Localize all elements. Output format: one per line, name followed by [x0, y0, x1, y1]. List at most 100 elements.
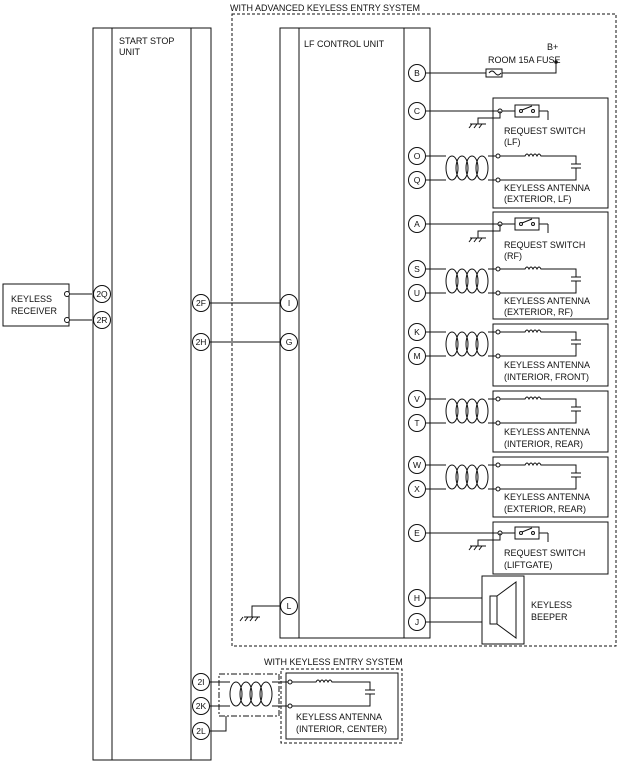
request-switch-lf: REQUEST SWITCH (LF) [426, 104, 585, 147]
keyless-antenna-exterior-rear: KEYLESS ANTENNA (EXTERIOR, REAR) [426, 462, 590, 514]
svg-text:KEYLESS ANTENNA: KEYLESS ANTENNA [504, 296, 590, 306]
keyless-antenna-exterior-lf: KEYLESS ANTENNA (EXTERIOR, LF) [426, 153, 590, 204]
request-switch-liftgate: REQUEST SWITCH (LIFTGATE) [426, 526, 585, 570]
pin-w: W [408, 456, 426, 474]
shield-frame [218, 673, 280, 717]
twisted-pair-icon [445, 464, 489, 490]
start-stop-unit [92, 27, 212, 761]
svg-text:(LF): (LF) [504, 137, 521, 147]
pin-g: G [280, 333, 298, 351]
keyless-antenna-interior-rear: KEYLESS ANTENNA (INTERIOR, REAR) [426, 396, 590, 449]
twisted-pair-icon [445, 268, 489, 294]
pin-a: A [408, 215, 426, 233]
pin-m: M [408, 347, 426, 365]
pin-b: B [408, 64, 426, 82]
svg-text:2L: 2L [196, 726, 206, 736]
keyless-antenna-interior-center: KEYLESS ANTENNA (INTERIOR, CENTER) [210, 679, 387, 734]
svg-text:H: H [414, 593, 420, 603]
start-stop-unit-label-2: UNIT [119, 47, 140, 57]
advanced-keyless-title: WITH ADVANCED KEYLESS ENTRY SYSTEM [230, 3, 420, 13]
svg-text:C: C [414, 106, 420, 116]
receiver-terminal-top [64, 291, 70, 297]
pin-2i: 2I [192, 673, 210, 691]
pin-s: S [408, 260, 426, 278]
svg-text:W: W [413, 460, 421, 470]
pin-2h: 2H [192, 333, 210, 351]
group-box-interior-front [492, 323, 609, 387]
speaker-icon [489, 595, 498, 625]
pin-k: K [408, 323, 426, 341]
svg-text:KEYLESS ANTENNA: KEYLESS ANTENNA [504, 427, 590, 437]
lf-control-unit [279, 27, 431, 639]
group-box-liftgate [492, 521, 609, 575]
receiver-terminal-bottom [64, 317, 70, 323]
svg-text:G: G [286, 337, 293, 347]
svg-text:REQUEST SWITCH: REQUEST SWITCH [504, 548, 585, 558]
pin-l: L [280, 597, 298, 615]
fuse-label: ROOM 15A FUSE [488, 55, 561, 65]
twisted-pair-icon [445, 155, 489, 181]
svg-text:V: V [414, 394, 420, 404]
keyless-entry-title: WITH KEYLESS ENTRY SYSTEM [264, 657, 403, 667]
battery-terminal-icon [554, 60, 558, 64]
pin-2q: 2Q [93, 285, 111, 303]
svg-text:Q: Q [414, 175, 421, 185]
keyless-beeper: KEYLESS BEEPER [426, 575, 572, 645]
svg-text:2F: 2F [196, 298, 206, 308]
twisted-pair-icon [229, 681, 273, 707]
svg-text:X: X [414, 484, 420, 494]
svg-text:(EXTERIOR, RF): (EXTERIOR, RF) [504, 307, 573, 317]
svg-text:KEYLESS ANTENNA: KEYLESS ANTENNA [504, 360, 590, 370]
pin-h: H [408, 589, 426, 607]
svg-text:KEYLESS: KEYLESS [531, 600, 572, 610]
battery-label: B+ [547, 42, 558, 52]
pin-c: C [408, 102, 426, 120]
svg-text:K: K [414, 327, 420, 337]
pin-o: O [408, 147, 426, 165]
keyless-receiver [2, 283, 70, 327]
pin-j: J [408, 613, 426, 631]
svg-text:(EXTERIOR, REAR): (EXTERIOR, REAR) [504, 504, 586, 514]
svg-text:S: S [414, 264, 420, 274]
svg-text:A: A [414, 219, 420, 229]
pin-q: Q [408, 171, 426, 189]
svg-text:J: J [415, 617, 419, 627]
pin-i: I [280, 294, 298, 312]
pin-2f: 2F [192, 294, 210, 312]
svg-text:(INTERIOR, REAR): (INTERIOR, REAR) [504, 439, 583, 449]
group-box-interior-rear [492, 390, 609, 453]
svg-text:REQUEST SWITCH: REQUEST SWITCH [504, 126, 585, 136]
svg-text:O: O [414, 151, 421, 161]
svg-text:2K: 2K [196, 701, 207, 711]
twisted-pair-icon [445, 398, 489, 424]
keyless-receiver-label-1: KEYLESS [11, 294, 52, 304]
group-box-lf [492, 97, 609, 209]
pin-t: T [408, 414, 426, 432]
pin-2k: 2K [192, 697, 210, 715]
keyless-antenna-interior-front: KEYLESS ANTENNA (INTERIOR, FRONT) [426, 329, 590, 382]
svg-text:(INTERIOR, FRONT): (INTERIOR, FRONT) [504, 372, 589, 382]
pin-2l: 2L [192, 722, 210, 740]
svg-text:REQUEST SWITCH: REQUEST SWITCH [504, 240, 585, 250]
svg-text:KEYLESS ANTENNA: KEYLESS ANTENNA [504, 492, 590, 502]
lf-control-unit-label: LF CONTROL UNIT [304, 39, 385, 49]
svg-text:(LIFTGATE): (LIFTGATE) [504, 560, 552, 570]
pin-x: X [408, 480, 426, 498]
fuse-circuit: ROOM 15A FUSE B+ [426, 42, 561, 78]
switch-icon [514, 104, 540, 118]
pin-e: E [408, 524, 426, 542]
svg-text:L: L [287, 601, 292, 611]
svg-text:U: U [414, 288, 420, 298]
keyless-receiver-label-2: RECEIVER [11, 306, 58, 316]
svg-text:2R: 2R [97, 315, 108, 325]
keyless-antenna-exterior-rf: KEYLESS ANTENNA (EXTERIOR, RF) [426, 266, 590, 317]
svg-text:2H: 2H [196, 337, 207, 347]
advanced-keyless-frame [231, 13, 617, 647]
ground-symbol-l [239, 605, 280, 622]
switch-icon [514, 217, 540, 231]
svg-text:(EXTERIOR, LF): (EXTERIOR, LF) [504, 194, 572, 204]
svg-text:BEEPER: BEEPER [531, 612, 568, 622]
svg-text:(RF): (RF) [504, 251, 522, 261]
svg-text:KEYLESS ANTENNA: KEYLESS ANTENNA [296, 712, 382, 722]
